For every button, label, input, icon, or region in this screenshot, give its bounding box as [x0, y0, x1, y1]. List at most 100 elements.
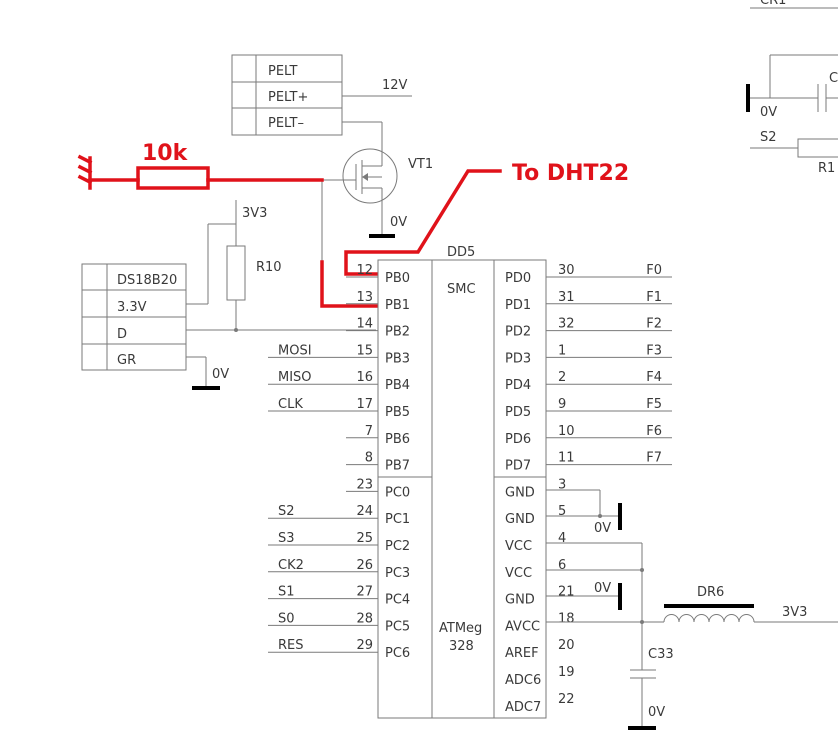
transistor-label: VT1	[408, 157, 433, 172]
capacitor-ground-label: 0V	[648, 705, 665, 720]
resistor-r10-body	[226, 245, 246, 301]
chip-pin-number: 18	[558, 611, 575, 626]
top-right-ground-label: 0V	[760, 105, 777, 120]
chip-pin-number: 24	[356, 504, 373, 519]
rail-3v3-label: 3V3	[242, 206, 267, 221]
net-label: F0	[646, 263, 662, 278]
ds18b20-connector: DS18B20 3.3V D GR 0V	[81, 223, 376, 390]
top-right-net-label: S2	[760, 130, 777, 145]
net-label: S3	[278, 531, 295, 546]
power-network: 0V 0V DR6 3V3 C33 0V	[546, 489, 838, 730]
chip-atmega328: DD5 SMC ATMeg 328 12PB013PB114PB215PB3MO…	[268, 245, 672, 719]
chip-pin-number: 11	[558, 451, 575, 466]
resistor-r10: 3V3 R10	[226, 200, 282, 332]
chip-pin-number: 23	[356, 477, 373, 492]
chip-pin-number: 26	[356, 558, 373, 573]
chip-pin-name: PD2	[505, 325, 531, 340]
chip-pin-name: PB2	[385, 325, 410, 340]
net-label: F5	[646, 397, 662, 412]
chip-pin-name: PB0	[385, 271, 410, 286]
chip-pins: 12PB013PB114PB215PB3MOSI16PB4MISO17PB5CL…	[268, 263, 672, 715]
gate-red-wire	[320, 260, 378, 308]
chip-pin-number: 16	[356, 370, 373, 385]
chip-pin-name: PC6	[385, 646, 410, 661]
dht22-red-wire	[344, 169, 502, 276]
chip-pin-number: 3	[558, 477, 566, 492]
chip-part-label: ATMeg	[439, 621, 482, 636]
chip-pin-name: PD1	[505, 298, 531, 313]
chip-pin-number: 31	[558, 290, 575, 305]
chip-pin-name: GND	[505, 593, 535, 608]
ds18b20-row-label: D	[117, 327, 127, 342]
peltier-row-label: PELT–	[268, 116, 304, 131]
chip-pin-number: 9	[558, 397, 566, 412]
chip-pin-number: 20	[558, 638, 575, 653]
chip-pin-name: PD7	[505, 459, 531, 474]
inductor-coil-icon	[663, 614, 755, 623]
chip-pin-number: 30	[558, 263, 575, 278]
chip-pin-name: AREF	[505, 646, 539, 661]
to-dht22-label: To DHT22	[512, 161, 629, 186]
chip-pin-name: PC4	[385, 593, 410, 608]
chip-pin-number: 17	[356, 397, 373, 412]
transistor-arrow-icon	[362, 173, 368, 181]
chip-pin-number: 2	[558, 370, 566, 385]
peltier-row-label: PELT+	[268, 90, 308, 105]
chip-pin-name: ADC6	[505, 673, 541, 688]
chip-body	[377, 259, 547, 719]
chip-pin-name: VCC	[505, 566, 532, 581]
red-annotations: 10k To DHT22	[77, 141, 629, 308]
chip-pin-name: PC5	[385, 619, 410, 634]
net-label: S1	[278, 585, 295, 600]
chip-pin-name: PB3	[385, 351, 410, 366]
ds18b20-ground-label: 0V	[212, 367, 229, 382]
chip-pin-number: 10	[558, 424, 575, 439]
chip-pin-number: 4	[558, 531, 566, 546]
top-right-circuit: CR1 0V C S2 R1	[746, 0, 838, 176]
chip-pin-name: ADC7	[505, 700, 541, 715]
cut-label: CR1	[760, 0, 786, 8]
net-label: CLK	[278, 397, 303, 412]
net-label: MISO	[278, 370, 312, 385]
chip-pin-name: PD0	[505, 271, 531, 286]
chip-pin-name: PC2	[385, 539, 410, 554]
net-label: RES	[278, 638, 304, 653]
net-label: F6	[646, 424, 662, 439]
chip-pin-name: AVCC	[505, 619, 540, 634]
ds18b20-row-label: 3.3V	[117, 300, 147, 315]
chip-pin-name: PD3	[505, 351, 531, 366]
net-label: S0	[278, 611, 295, 626]
chip-pin-number: 1	[558, 343, 566, 358]
chip-pin-name: GND	[505, 512, 535, 527]
chip-pin-number: 27	[356, 585, 373, 600]
chip-pin-name: PB7	[385, 459, 410, 474]
ds18b20-row-label: GR	[117, 353, 136, 368]
chip-pin-name: PB6	[385, 432, 410, 447]
chip-pin-number: 28	[356, 611, 373, 626]
chip-pin-name: PC1	[385, 512, 410, 527]
chip-pin-name: PD5	[505, 405, 531, 420]
chip-pin-name: PB5	[385, 405, 410, 420]
chip-pin-number: 12	[356, 263, 373, 278]
chip-pin-name: PC0	[385, 485, 410, 500]
ground-label: 0V	[594, 581, 611, 596]
rail-3v3-label: 3V3	[782, 605, 807, 620]
peltier-row-label: PELT	[268, 64, 298, 79]
net-label: F4	[646, 370, 662, 385]
top-right-resistor-label: R1	[818, 161, 835, 176]
chip-pin-number: 7	[365, 424, 373, 439]
chip-pin-name: PC3	[385, 566, 410, 581]
chip-pin-number: 5	[558, 504, 566, 519]
capacitor-label: C33	[648, 647, 674, 662]
peltier-connector: PELT PELT+ PELT– 12V	[231, 54, 412, 152]
ground-label: 0V	[594, 521, 611, 536]
ds18b20-row-label: DS18B20	[117, 273, 177, 288]
resistor-r10-label: R10	[256, 260, 282, 275]
chip-pin-number: 6	[558, 558, 566, 573]
chip-pin-number: 25	[356, 531, 373, 546]
transistor-vt1: VT1 0V	[322, 148, 433, 238]
resistor-10k-symbol	[136, 166, 210, 190]
top-right-cap-label: C	[829, 71, 838, 86]
